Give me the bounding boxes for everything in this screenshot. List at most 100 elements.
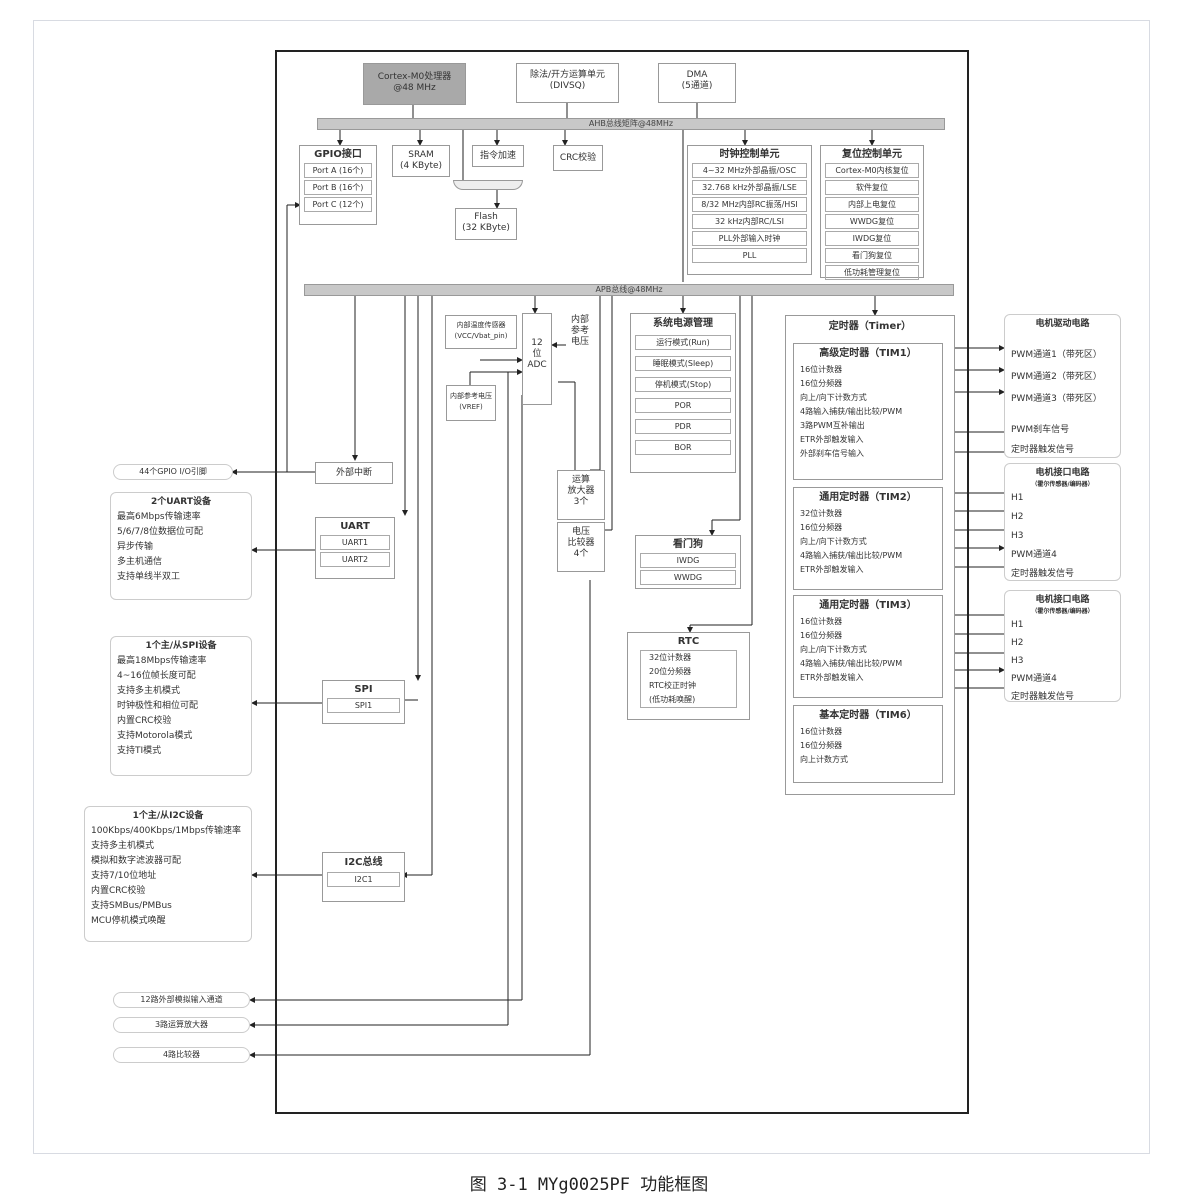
apb-bus: APB总线@48MHz bbox=[304, 284, 954, 296]
i2c-block: I2C总线 I2C1 bbox=[322, 852, 405, 902]
uart-block: UART UART1 UART2 bbox=[315, 517, 395, 579]
vref-block: 内部参考电压 (VREF) bbox=[446, 385, 496, 421]
ext-spi-item: 支持Motorola模式 bbox=[117, 731, 193, 741]
ext-spi-item: 4~16位帧长度可配 bbox=[117, 671, 196, 681]
uart-title: UART bbox=[340, 521, 370, 532]
ext-motor-trigger: 定时器触发信号 bbox=[1011, 445, 1075, 455]
ext-spi-title: 1个主/从SPI设备 bbox=[145, 641, 217, 651]
ext-hall2-h2: H2 bbox=[1011, 638, 1024, 648]
ext-hall-interface-2: 电机接口电路 （霍尔传感器/编码器） H1 H2 H3 PWM通道4 定时器触发… bbox=[1004, 590, 1121, 702]
gpio-port-b: Port B (16个) bbox=[304, 180, 372, 195]
ext-uart-item: 支持单线半双工 bbox=[117, 572, 181, 582]
ext-hall1-title: 电机接口电路 bbox=[1035, 468, 1090, 478]
ext-hall1-h3: H3 bbox=[1011, 531, 1024, 541]
tim1-item: 3路PWM互补输出 bbox=[800, 421, 865, 430]
reset-iwdg: IWDG复位 bbox=[825, 231, 919, 246]
clock-pll: PLL bbox=[692, 248, 807, 263]
flash-size: (32 KByte) bbox=[462, 223, 510, 233]
tim2-title: 通用定时器（TIM2） bbox=[819, 492, 917, 503]
ext-i2c-devices: 1个主/从I2C设备 100Kbps/400Kbps/1Mbps传输速率 支持多… bbox=[84, 806, 252, 942]
comp-l2: 比较器 bbox=[567, 538, 595, 548]
tim3-item: 16位分频器 bbox=[800, 631, 843, 640]
rtc-inner: 32位计数器 20位分频器 RTC校正时钟 (低功耗唤醒) bbox=[640, 650, 737, 708]
spi-block: SPI SPI1 bbox=[322, 680, 405, 724]
ext-i2c-item: 内置CRC校验 bbox=[91, 886, 146, 896]
ext-motor-driver: 电机驱动电路 PWM通道1（带死区） PWM通道2（带死区） PWM通道3（带死… bbox=[1004, 314, 1121, 458]
temp-sensor-sub: (VCC/Vbat_pin) bbox=[454, 332, 508, 340]
comparator-block: 电压 比较器 4个 bbox=[557, 522, 605, 572]
vref-abbr: (VREF) bbox=[459, 403, 483, 411]
vref-label: 内部参考电压 bbox=[450, 392, 492, 400]
uart1: UART1 bbox=[320, 535, 390, 550]
power-por: POR bbox=[635, 398, 731, 413]
ext-adc-inputs: 12路外部模拟输入通道 bbox=[113, 992, 250, 1008]
reset-soft: 软件复位 bbox=[825, 180, 919, 195]
tim1-item: 向上/向下计数方式 bbox=[800, 393, 867, 402]
power-title: 系统电源管理 bbox=[653, 318, 713, 329]
wwdg: WWDG bbox=[640, 570, 736, 585]
ext-hall2-h1: H1 bbox=[1011, 620, 1024, 630]
tim1-item: 16位计数器 bbox=[800, 365, 843, 374]
ext-uart-item: 异步传输 bbox=[117, 542, 154, 552]
rtc-title: RTC bbox=[677, 636, 700, 647]
clock-hsi: 8/32 MHz内部RC振荡/HSI bbox=[692, 197, 807, 212]
dma-channels: (5通道) bbox=[681, 81, 713, 91]
tim1-item: 16位分频器 bbox=[800, 379, 843, 388]
ext-hall1-sub: （霍尔传感器/编码器） bbox=[1031, 481, 1094, 488]
ext-hall1-pwm4: PWM通道4 bbox=[1011, 550, 1057, 560]
gpio-port-a: Port A (16个) bbox=[304, 163, 372, 178]
flash-mux bbox=[453, 180, 523, 190]
cpu-freq: @48 MHz bbox=[393, 83, 436, 93]
uart2: UART2 bbox=[320, 552, 390, 567]
ext-spi-item: 最高18Mbps传输速率 bbox=[117, 656, 207, 666]
power-run: 运行模式(Run) bbox=[635, 335, 731, 350]
ext-hall2-trigger: 定时器触发信号 bbox=[1011, 692, 1075, 702]
ext-uart-item: 多主机通信 bbox=[117, 557, 163, 567]
intref-l1: 内部 bbox=[570, 315, 589, 325]
reset-por: 内部上电复位 bbox=[825, 197, 919, 212]
ext-i2c-title: 1个主/从I2C设备 bbox=[132, 811, 204, 821]
reset-title: 复位控制单元 bbox=[842, 149, 902, 160]
comp-l3: 4个 bbox=[573, 549, 589, 559]
clock-pll-input: PLL外部输入时钟 bbox=[692, 231, 807, 246]
rtc-block: RTC 32位计数器 20位分频器 RTC校正时钟 (低功耗唤醒) bbox=[627, 632, 750, 720]
ext-i2c-item: 支持多主机模式 bbox=[91, 841, 155, 851]
clock-title: 时钟控制单元 bbox=[719, 149, 780, 160]
ext-i2c-item: 模拟和数字滤波器可配 bbox=[91, 856, 182, 866]
ext-i2c-item: 支持7/10位地址 bbox=[91, 871, 157, 881]
crc-block: CRC校验 bbox=[553, 145, 603, 171]
tim2-item: 向上/向下计数方式 bbox=[800, 537, 867, 546]
ext-hall2-sub: （霍尔传感器/编码器） bbox=[1031, 608, 1094, 615]
tim6-block: 基本定时器（TIM6） 16位计数器 16位分频器 向上计数方式 bbox=[793, 705, 943, 783]
ext-i2c-item: 支持SMBus/PMBus bbox=[91, 901, 172, 911]
tim2-item: 16位分频器 bbox=[800, 523, 843, 532]
sram-label: SRAM bbox=[408, 150, 434, 160]
opamp-l1: 运算 bbox=[571, 475, 590, 485]
intref-l3: 电压 bbox=[570, 337, 589, 347]
internal-ref: 内部 参考 电压 bbox=[566, 313, 594, 356]
ext-hall2-h3: H3 bbox=[1011, 656, 1024, 666]
timer-title: 定时器（Timer） bbox=[828, 321, 912, 332]
divsqrt-label: 除法/开方运算单元 bbox=[529, 70, 606, 80]
power-management: 系统电源管理 运行模式(Run) 睡眠模式(Sleep) 停机模式(Stop) … bbox=[630, 313, 736, 473]
tim1-item: 外部刹车信号输入 bbox=[800, 449, 864, 458]
dma-label: DMA bbox=[686, 70, 708, 80]
ext-spi-item: 时钟极性和相位可配 bbox=[117, 701, 199, 711]
gpio-title: GPIO接口 bbox=[314, 149, 362, 160]
tim1-item: ETR外部触发输入 bbox=[800, 435, 864, 444]
opamp-l3: 3个 bbox=[573, 497, 589, 507]
power-stop: 停机模式(Stop) bbox=[635, 377, 731, 392]
comp-l1: 电压 bbox=[571, 527, 590, 537]
divsqrt-unit: 除法/开方运算单元 (DIVSQ) bbox=[516, 63, 619, 103]
iwdg: IWDG bbox=[640, 553, 736, 568]
sram-block: SRAM (4 KByte) bbox=[392, 145, 450, 177]
gpio-port-c: Port C (12个) bbox=[304, 197, 372, 212]
tim1-block: 高级定时器（TIM1） 16位计数器 16位分频器 向上/向下计数方式 4路输入… bbox=[793, 343, 943, 480]
spi-title: SPI bbox=[354, 684, 373, 695]
ext-opamp: 3路运算放大器 bbox=[113, 1017, 250, 1033]
rtc-item: 32位计数器 bbox=[649, 653, 692, 662]
ext-uart-title: 2个UART设备 bbox=[151, 497, 211, 507]
temp-sensor: 内部温度传感器 (VCC/Vbat_pin) bbox=[445, 315, 517, 349]
ext-hall1-trigger: 定时器触发信号 bbox=[1011, 569, 1075, 579]
